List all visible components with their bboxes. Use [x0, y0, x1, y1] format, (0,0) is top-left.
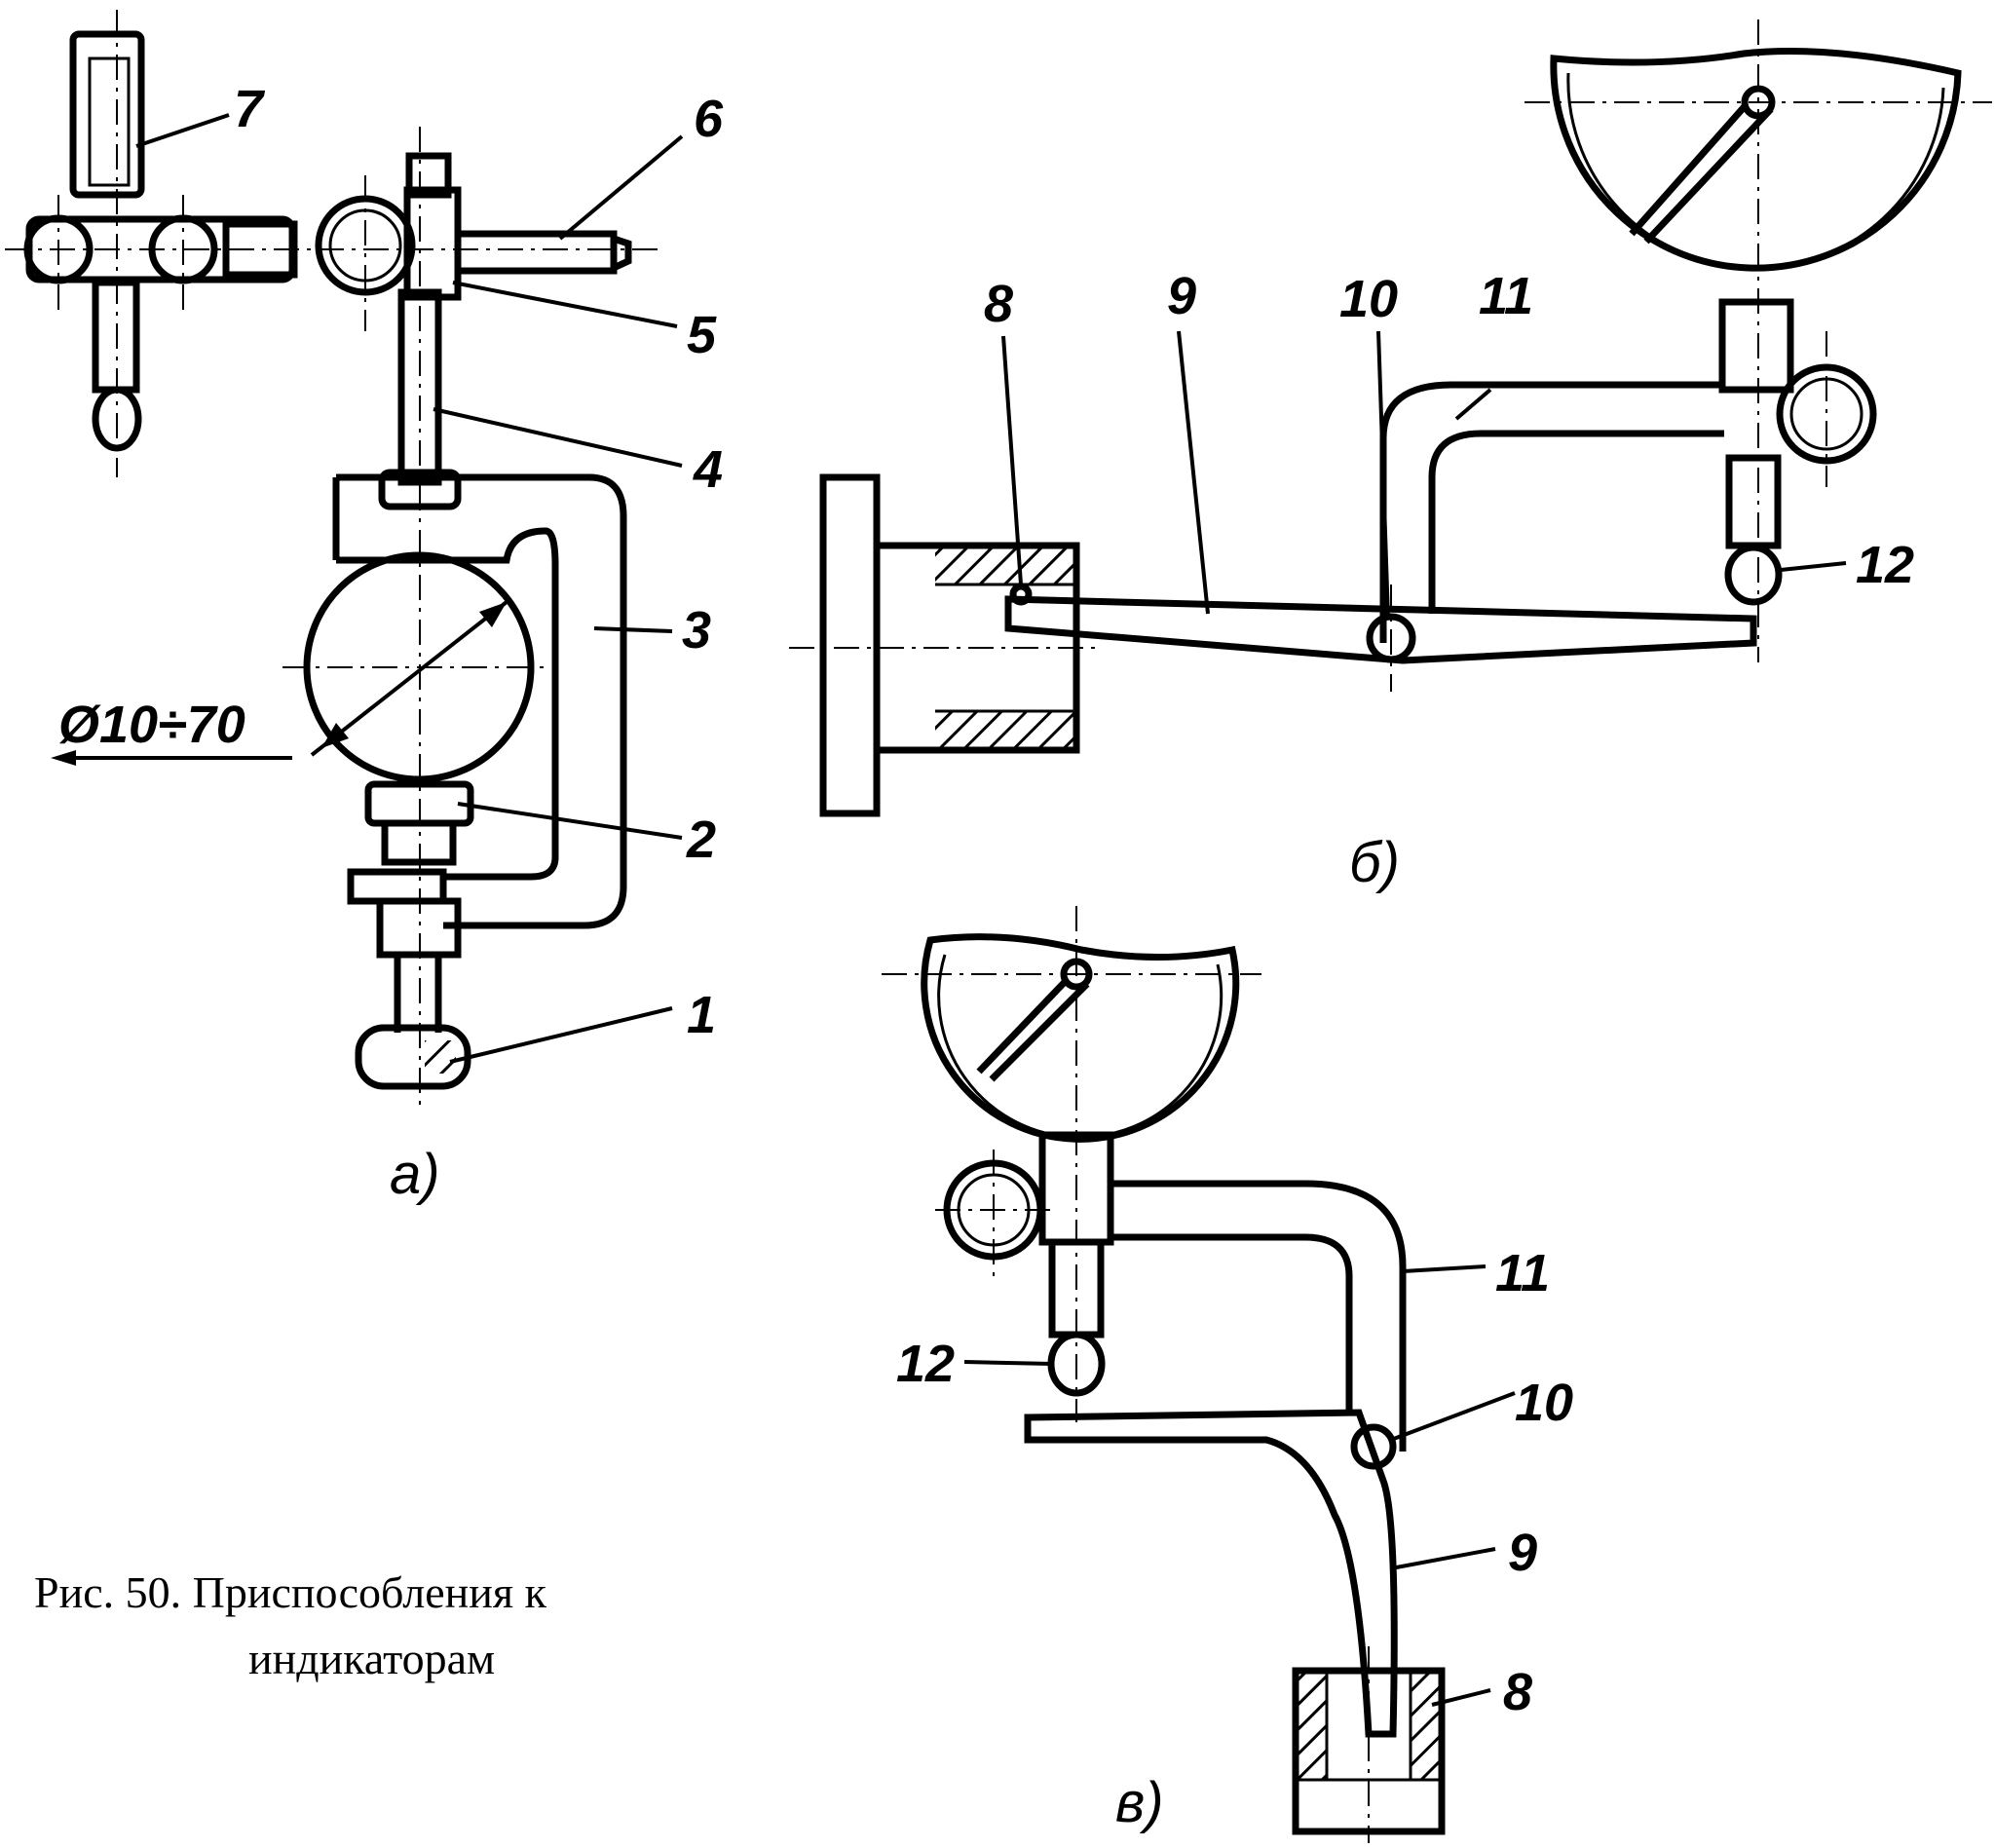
dimension-arrowhead	[321, 723, 349, 748]
leader-11-c	[1402, 1264, 1487, 1273]
lever-9-c	[1024, 1409, 1398, 1738]
label-10-c: 10	[1515, 1374, 1573, 1432]
label-1: 1	[687, 986, 716, 1044]
label-7: 7	[234, 80, 266, 138]
label-3: 3	[682, 601, 711, 660]
dial-b-stem	[1718, 298, 1794, 394]
label-6: 6	[694, 90, 724, 148]
dimension-arrowhead	[51, 750, 76, 766]
leader-11-b	[1454, 388, 1492, 421]
leader-lines	[135, 113, 1847, 1707]
section-hatch	[935, 547, 1074, 585]
contact-8-b	[1009, 583, 1033, 606]
label-12-c: 12	[896, 1335, 955, 1393]
dimension-line	[310, 600, 508, 757]
leader-6	[558, 134, 684, 241]
label-2: 2	[686, 811, 716, 869]
label-8-c: 8	[1503, 1663, 1532, 1721]
indicator-7-stem	[88, 57, 131, 187]
caption-line-1: Рис. 50. Приспособления к	[34, 1567, 547, 1617]
label-10-b: 10	[1339, 270, 1398, 328]
leader-2	[457, 802, 683, 840]
subfigure-label-c: в)	[1115, 1771, 1164, 1834]
caption-line-2: индикаторам	[248, 1634, 495, 1683]
leader-12-c	[963, 1360, 1053, 1366]
leader-10-b	[1376, 330, 1390, 620]
dimension-arrowhead	[479, 602, 507, 627]
section-hatch	[935, 711, 1074, 748]
leader-5	[452, 281, 678, 328]
section-hatch	[1411, 1673, 1440, 1780]
measuring-tip-12-b	[1724, 544, 1783, 606]
dial-b-plunger	[1725, 454, 1782, 549]
label-11-c: 11	[1495, 1244, 1550, 1302]
dial-c-face	[921, 933, 1240, 1143]
bracket-11-b-inner	[1428, 430, 1724, 614]
leader-9-c	[1390, 1547, 1496, 1570]
leader-1	[449, 1006, 673, 1064]
dial-b-rim	[1566, 72, 1945, 270]
dial-c-needle	[976, 979, 1090, 1082]
label-4: 4	[693, 440, 723, 499]
label-9-b: 9	[1167, 267, 1196, 325]
leader-4	[433, 407, 683, 468]
dial-b-face	[1550, 48, 1962, 272]
lower-jaw	[347, 868, 447, 905]
rod-4	[397, 288, 442, 486]
leader-3	[593, 626, 673, 633]
label-12-b: 12	[1856, 536, 1914, 594]
leader-7	[135, 113, 230, 148]
leader-8-c	[1431, 1688, 1491, 1707]
rod-6	[454, 230, 618, 275]
screw-nut	[376, 897, 462, 959]
label-9-c: 9	[1508, 1524, 1537, 1582]
subfigure-a-drawing	[5, 10, 662, 1111]
dial-c-rim	[937, 954, 1223, 1139]
c-frame-3-inner	[336, 527, 559, 881]
leader-8-b	[1001, 335, 1023, 585]
subfigure-label-a: а)	[390, 1143, 440, 1206]
leader-9-b	[1177, 330, 1210, 615]
subfigure-c-drawing	[882, 906, 1446, 1843]
c-frame-3-outer	[336, 473, 627, 929]
bracket-11-c-outer	[1110, 1180, 1407, 1452]
clamp-upper-jaw	[378, 469, 462, 510]
indicator-7-body	[69, 30, 145, 199]
label-11-b: 11	[1479, 267, 1533, 325]
dial-b-needle	[1629, 102, 1774, 245]
knob-knurl	[425, 1040, 456, 1074]
label-8-b: 8	[984, 275, 1013, 333]
leader-10-c	[1390, 1391, 1516, 1442]
rod-top-cap	[405, 152, 452, 199]
leader-12-b	[1780, 561, 1847, 572]
subfigure-b-drawing	[789, 19, 1992, 817]
labels: 1 2 3 4 5 6 7 8 9 10 11 12 11 10 9 8 12 …	[34, 80, 1914, 1834]
pivot-10-c	[1350, 1423, 1397, 1470]
bracket-11-c-inner	[1110, 1233, 1353, 1413]
subfigure-label-b: б)	[1349, 831, 1400, 894]
section-hatch	[1298, 1673, 1327, 1780]
base-plate-b	[819, 473, 881, 817]
lever-9-b	[1004, 595, 1757, 664]
label-5: 5	[687, 306, 717, 364]
screw-2-body	[381, 819, 457, 866]
rod-6-tip	[612, 235, 632, 272]
dimension-label: Ø10÷70	[58, 696, 245, 754]
